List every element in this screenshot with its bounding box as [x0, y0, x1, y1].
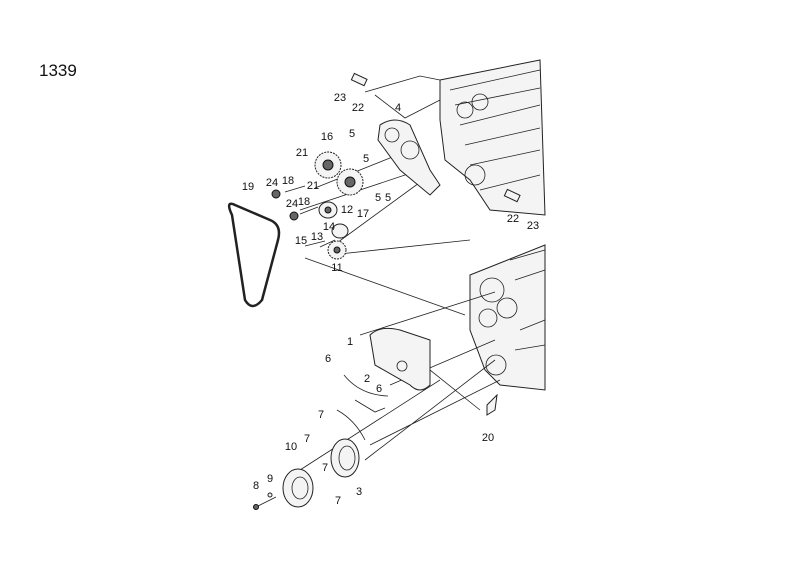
callout-7: 7 — [318, 409, 324, 421]
callout-14: 14 — [323, 221, 335, 233]
callout-23: 23 — [527, 220, 539, 232]
callout-20: 20 — [482, 432, 494, 444]
callout-4: 4 — [395, 102, 401, 114]
callout-5: 5 — [363, 153, 369, 165]
upper-timing-cover — [377, 119, 441, 196]
sensors — [350, 72, 521, 203]
callout-2: 2 — [364, 373, 370, 385]
callout-6: 6 — [325, 353, 331, 365]
callout-5: 5 — [385, 192, 391, 204]
callout-18: 18 — [282, 175, 294, 187]
seal-housing — [330, 409, 366, 478]
callout-10: 10 — [285, 441, 297, 453]
callout-21: 21 — [307, 180, 319, 192]
callout-21: 21 — [296, 147, 308, 159]
callout-24: 24 — [266, 177, 278, 189]
callout-6: 6 — [376, 383, 382, 395]
callout-7: 7 — [335, 495, 341, 507]
callout-24: 24 — [286, 198, 298, 210]
bracket — [486, 393, 498, 416]
sprockets — [271, 151, 364, 260]
callout-9: 9 — [267, 473, 273, 485]
engine-block-upper — [439, 59, 546, 216]
callout-1: 1 — [347, 336, 353, 348]
timing-belt — [227, 202, 281, 308]
crankshaft-pulley — [253, 468, 314, 510]
callout-11: 11 — [331, 262, 342, 274]
callout-12: 12 — [341, 204, 353, 216]
engine-block-lower — [469, 244, 546, 391]
callout-18: 18 — [298, 196, 310, 208]
callout-19: 19 — [242, 181, 254, 193]
callout-7: 7 — [304, 433, 310, 445]
callout-8: 8 — [253, 480, 259, 492]
gasket-wire — [343, 374, 389, 413]
callout-16: 16 — [321, 131, 333, 143]
callout-23: 23 — [334, 92, 346, 104]
callout-5: 5 — [349, 128, 355, 140]
callout-15: 15 — [295, 235, 307, 247]
lower-timing-cover — [369, 327, 431, 391]
callout-17: 17 — [357, 208, 369, 220]
callout-22: 22 — [352, 102, 364, 114]
callout-7: 7 — [322, 462, 328, 474]
callout-3: 3 — [356, 486, 362, 498]
callout-5: 5 — [375, 192, 381, 204]
callout-13: 13 — [311, 231, 323, 243]
callout-22: 22 — [507, 213, 519, 225]
diagram-number: 1339 — [39, 61, 77, 80]
